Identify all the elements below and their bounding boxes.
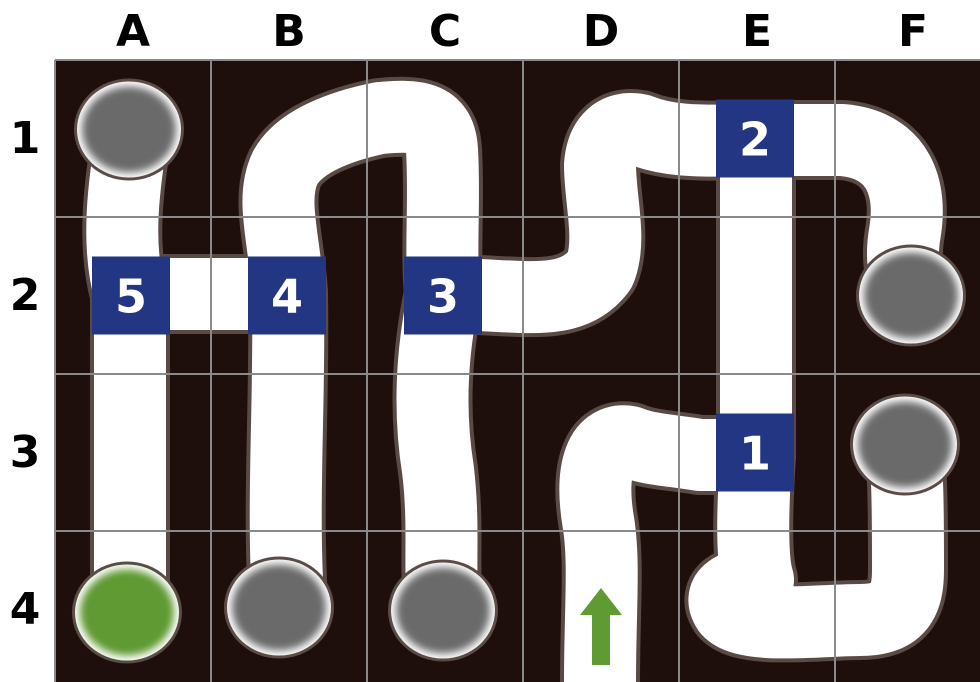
grey-hole [232,565,326,651]
grey-hole [858,402,952,488]
column-label-e: E [679,10,835,54]
badge-label: 5 [115,270,147,324]
column-label-c: C [367,10,523,54]
column-label-b: B [211,10,367,54]
grey-hole [82,87,176,173]
badge-label: 2 [739,113,771,167]
grey-hole [864,253,958,339]
row-label-3: 3 [0,431,50,475]
path-segment-0 [122,128,133,584]
row-label-2: 2 [0,274,50,318]
green-hole [80,570,174,656]
path-segment-2 [286,294,289,600]
badge-label: 1 [739,427,771,481]
grey-hole [396,568,490,654]
badge-label: 3 [427,270,459,324]
badge-label: 4 [271,270,303,324]
column-label-f: F [835,10,980,54]
column-label-a: A [55,10,211,54]
column-label-d: D [523,10,679,54]
row-label-1: 1 [0,117,50,161]
row-label-4: 4 [0,588,50,632]
path-segment-4 [433,294,444,590]
